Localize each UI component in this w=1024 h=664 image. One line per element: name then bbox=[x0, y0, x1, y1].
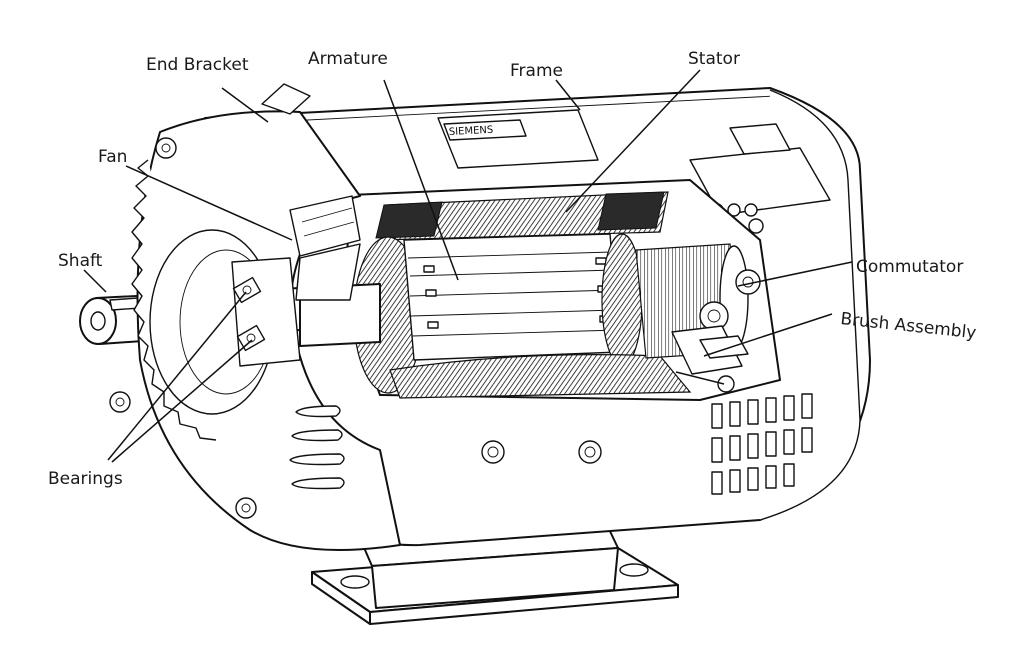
leader-frame bbox=[555, 79, 581, 111]
bracket-bolt-icon bbox=[109, 391, 131, 413]
leader-shaft bbox=[83, 269, 107, 293]
bracket-bolt-icon bbox=[155, 137, 177, 159]
nameplate: SIEMENS bbox=[437, 109, 599, 169]
label-armature: Armature bbox=[308, 49, 388, 69]
field-pole-rear bbox=[597, 191, 665, 231]
end-bracket bbox=[109, 83, 401, 551]
brush-assembly-part bbox=[671, 325, 749, 393]
leader-armature bbox=[383, 79, 459, 281]
label-frame: Frame bbox=[510, 61, 563, 81]
bearing-part bbox=[232, 276, 266, 352]
leader-end-bracket bbox=[221, 87, 269, 123]
field-pole-front bbox=[375, 201, 443, 239]
label-commutator: Commutator bbox=[856, 257, 963, 277]
nameplate-brand: SIEMENS bbox=[449, 125, 494, 138]
label-stator: Stator bbox=[688, 49, 740, 69]
bracket-vent-slots bbox=[289, 405, 345, 490]
frame-bolt-icon bbox=[481, 440, 505, 464]
leader-lines bbox=[83, 69, 853, 463]
leader-brush-assembly bbox=[703, 313, 833, 357]
leader-bearings-2 bbox=[111, 339, 253, 463]
label-shaft: Shaft bbox=[58, 251, 103, 271]
rear-vent-slots bbox=[711, 393, 813, 495]
label-fan: Fan bbox=[98, 147, 127, 167]
label-bearings: Bearings bbox=[48, 469, 123, 489]
cutaway-interior bbox=[344, 179, 781, 401]
fan-part bbox=[289, 195, 361, 301]
bracket-bolt-icon bbox=[235, 497, 257, 519]
leader-fan bbox=[125, 165, 293, 241]
leader-commutator bbox=[737, 261, 853, 287]
labels: End Bracket Armature Frame Stator Fan Sh… bbox=[48, 49, 977, 489]
frame-bolt-icon bbox=[578, 440, 602, 464]
leader-bearings-1 bbox=[107, 291, 247, 461]
leader-stator bbox=[565, 69, 701, 213]
label-end-bracket: End Bracket bbox=[146, 55, 249, 75]
